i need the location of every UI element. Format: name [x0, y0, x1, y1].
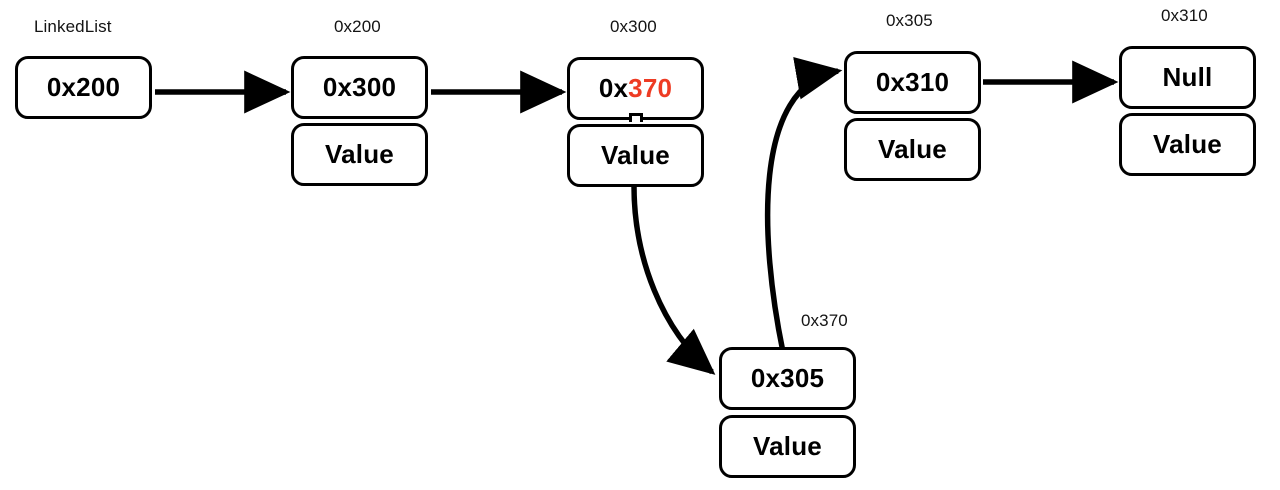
- node-0x310-value-cell[interactable]: Value: [1119, 113, 1256, 176]
- node-caption-linkedlist: LinkedList: [34, 17, 112, 36]
- edge-node-0x300-to-node-0x370: [631, 185, 716, 375]
- node-caption-0x305: 0x305: [886, 11, 933, 30]
- node-caption-0x370: 0x370: [801, 311, 848, 330]
- node-0x300-connector-notch: [629, 113, 643, 122]
- head-pointer-cell[interactable]: 0x200: [15, 56, 152, 119]
- node-0x370-pointer-cell[interactable]: 0x305: [719, 347, 856, 410]
- node-caption-0x310: 0x310: [1161, 6, 1208, 25]
- node-0x200-value-cell[interactable]: Value: [291, 123, 428, 186]
- node-0x310-pointer-cell[interactable]: Null: [1119, 46, 1256, 109]
- node-0x370-value-cell[interactable]: Value: [719, 415, 856, 478]
- node-0x200-pointer-cell[interactable]: 0x300: [291, 56, 428, 119]
- node-0x305-value-cell[interactable]: Value: [844, 118, 981, 181]
- node-0x300-value-cell[interactable]: Value: [567, 124, 704, 187]
- node-0x300-pointer-prefix: 0x: [598, 73, 629, 103]
- node-caption-0x200: 0x200: [334, 17, 381, 36]
- edge-node-0x370-to-node-0x305: [764, 57, 843, 353]
- node-0x300-pointer-accent: 370: [628, 73, 673, 103]
- node-caption-0x300: 0x300: [610, 17, 657, 36]
- node-0x305-pointer-cell[interactable]: 0x310: [844, 51, 981, 114]
